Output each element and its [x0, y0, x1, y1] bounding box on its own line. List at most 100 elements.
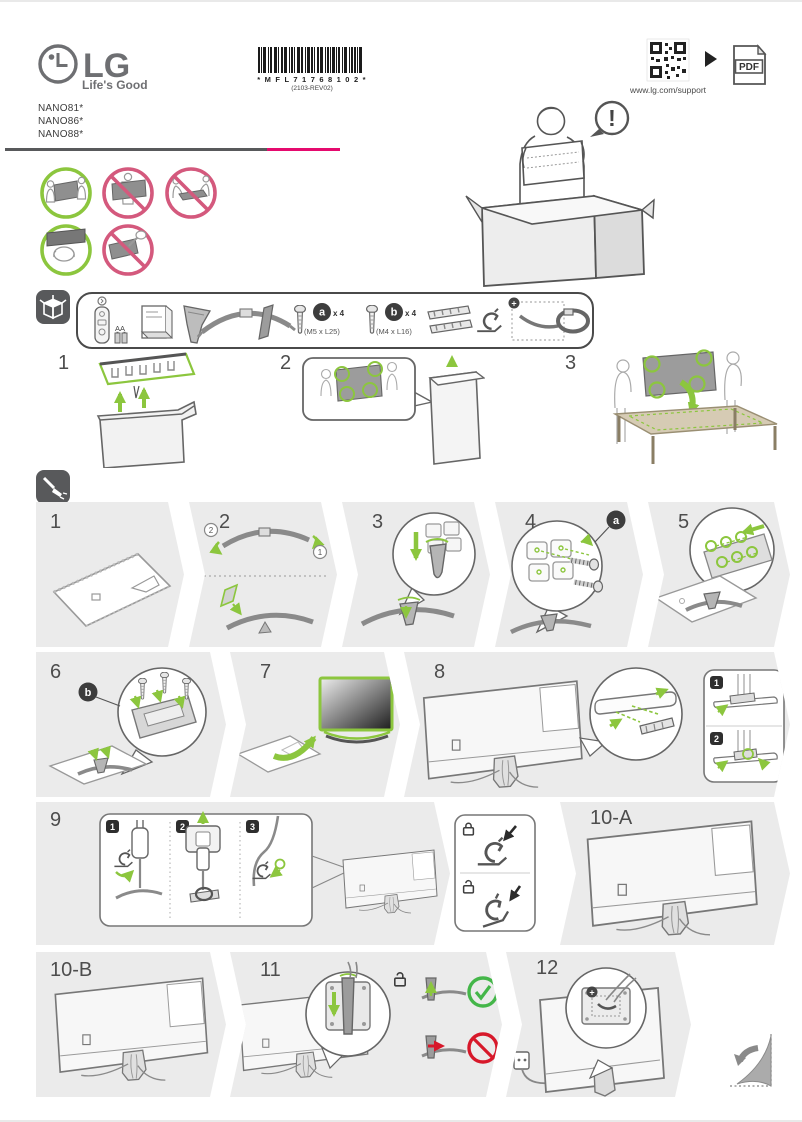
lg-symbol-icon: [38, 44, 78, 84]
step-number: 11: [260, 959, 281, 981]
screw-a-size: (M5 x L25): [304, 327, 340, 336]
step-panel-12: 12 +: [506, 952, 691, 1097]
screw-a: a x 4 (M5 x L25): [294, 303, 345, 336]
in-box-icon: [36, 290, 70, 324]
step-panel-7: 7: [230, 652, 400, 797]
alert-bubble: !: [590, 100, 630, 137]
person-figure: [519, 106, 585, 209]
tv-back-small: [343, 850, 437, 913]
step-panel-10a: 10-A: [560, 802, 790, 945]
remote-control: [94, 296, 110, 344]
divider-dark: [5, 148, 267, 151]
screw-b-badge: b: [391, 307, 398, 319]
step-number: 10-A: [590, 807, 633, 829]
substep-2: 2: [180, 822, 185, 832]
parts-tray: [76, 292, 594, 349]
step-number: 8: [434, 661, 446, 683]
step11-illustration: [230, 952, 502, 1097]
screw-b-size: (M4 x L16): [376, 327, 412, 336]
cover-wedge-part: [258, 304, 274, 340]
model-name: NANO86*: [38, 116, 84, 127]
step-panel-5: 5: [648, 502, 790, 647]
clip-correct: [422, 978, 466, 1000]
ok-two-person-carry-icon: [40, 167, 92, 219]
barcode-rev: (2103-REV02): [291, 85, 333, 92]
substep1-art: [114, 820, 162, 898]
assembly-row-4: 10-B 11: [36, 952, 790, 1097]
logo-text: LG: [83, 47, 130, 85]
step1-illustration: [36, 502, 184, 647]
divider-pink: [267, 148, 340, 151]
step3-illustration: [342, 502, 490, 647]
model-list: NANO81* NANO86* NANO88*: [38, 102, 83, 141]
ok-grip-edge-icon: [40, 224, 92, 276]
step-panel-3: 3: [342, 502, 490, 647]
tv-back: [588, 821, 757, 934]
tv-back: [424, 681, 582, 787]
order-1: 1: [318, 548, 323, 557]
assembly-row-2: 6 b: [36, 652, 790, 797]
step-number: 9: [50, 809, 62, 831]
step-number: 3: [372, 511, 384, 533]
step4-illustration: a: [495, 502, 643, 647]
page-turn-icon: [730, 1034, 772, 1087]
plus-mark: +: [511, 299, 516, 309]
step-panel-8: 8 1: [404, 652, 790, 797]
clip-wrong: [422, 1036, 466, 1058]
alert-mark: !: [608, 105, 616, 131]
assembly-tool-icon: [36, 470, 70, 504]
unbox-step2-illustration: [302, 355, 485, 465]
step-panel-11: 11: [230, 952, 502, 1097]
manual-documents: [140, 305, 174, 339]
step-panel-10b: 10-B: [36, 952, 226, 1097]
step12-illustration: +: [506, 952, 691, 1097]
substep2-art: [186, 814, 220, 902]
substeps-box: 1 2: [704, 670, 784, 782]
substep-2: 2: [714, 734, 719, 744]
step-panel-6: 6 b: [36, 652, 226, 797]
unbox-step1-illustration: [96, 352, 197, 468]
no-one-person-carry-icon: [102, 167, 154, 219]
step7-illustration: [230, 652, 400, 797]
assembly-row-3: 9 1 2 3: [36, 802, 790, 945]
step-number: 1: [50, 511, 62, 533]
step-number: 10-B: [50, 959, 93, 981]
unbox-step1-number: 1: [58, 352, 70, 374]
read-manual-illustration: !: [465, 100, 655, 287]
step-panel-2: 2 2 1: [189, 502, 337, 647]
parts-tray-contents: AA a x 4 (M5 x L25): [94, 296, 590, 344]
substep3-art: [252, 816, 284, 886]
table: [612, 405, 778, 464]
step-number: 12: [536, 957, 559, 979]
model-name: NANO88*: [38, 129, 84, 140]
screw-a-qty: x 4: [333, 309, 345, 318]
step-panel-1: 1: [36, 502, 184, 647]
substep-1: 1: [714, 678, 719, 688]
support-url: www.lg.com/support: [629, 85, 707, 95]
unbox-step3-number: 3: [565, 352, 577, 374]
model-name: NANO81*: [38, 103, 84, 114]
screw-b: b x 4 (M4 x L16): [366, 303, 417, 336]
step8-illustration: 1 2: [404, 652, 790, 797]
unbox-step2-number: 2: [280, 352, 292, 374]
stand-neck-part: [183, 305, 212, 344]
step5-illustration: [648, 502, 790, 647]
screw-a-badge: a: [613, 515, 620, 527]
cable-strips: [427, 305, 473, 334]
stand-base-part: [196, 308, 296, 338]
pdf-label: PDF: [739, 62, 759, 73]
screw-b-badge: b: [85, 687, 92, 699]
step6-illustration: b: [36, 652, 226, 797]
substep-1: 1: [110, 822, 115, 832]
step9-illustration: 1 2 3: [36, 802, 450, 945]
assembly-row-1: 1 2 2 1: [36, 502, 790, 647]
step-panel-4: 4: [495, 502, 643, 647]
cable-holder-part: [556, 308, 590, 334]
screws: [570, 541, 603, 592]
qr-code-icon: [646, 38, 690, 82]
pdf-file-icon: PDF: [733, 44, 767, 85]
people-figures: [614, 351, 742, 444]
cable-clip-part: [476, 307, 503, 333]
screw-b-qty: x 4: [405, 309, 417, 318]
